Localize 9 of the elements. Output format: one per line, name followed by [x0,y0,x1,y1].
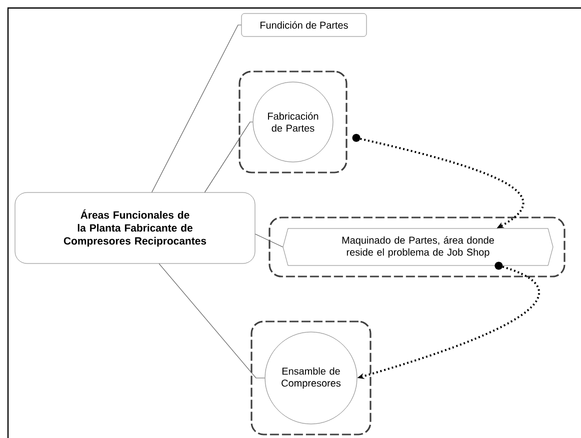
connector-line [254,234,284,248]
connector-line [152,24,242,193]
connector-line [204,122,254,193]
topic-box: Áreas Funcionales de la Planta Fabricante de Compresores Reciprocantes [14,192,256,264]
dashed-frame [238,70,348,174]
dashed-frame [250,320,372,436]
connector-line [158,263,266,378]
subtopic-box: Fundición de Partes [241,13,367,37]
dashed-frame [268,216,566,278]
